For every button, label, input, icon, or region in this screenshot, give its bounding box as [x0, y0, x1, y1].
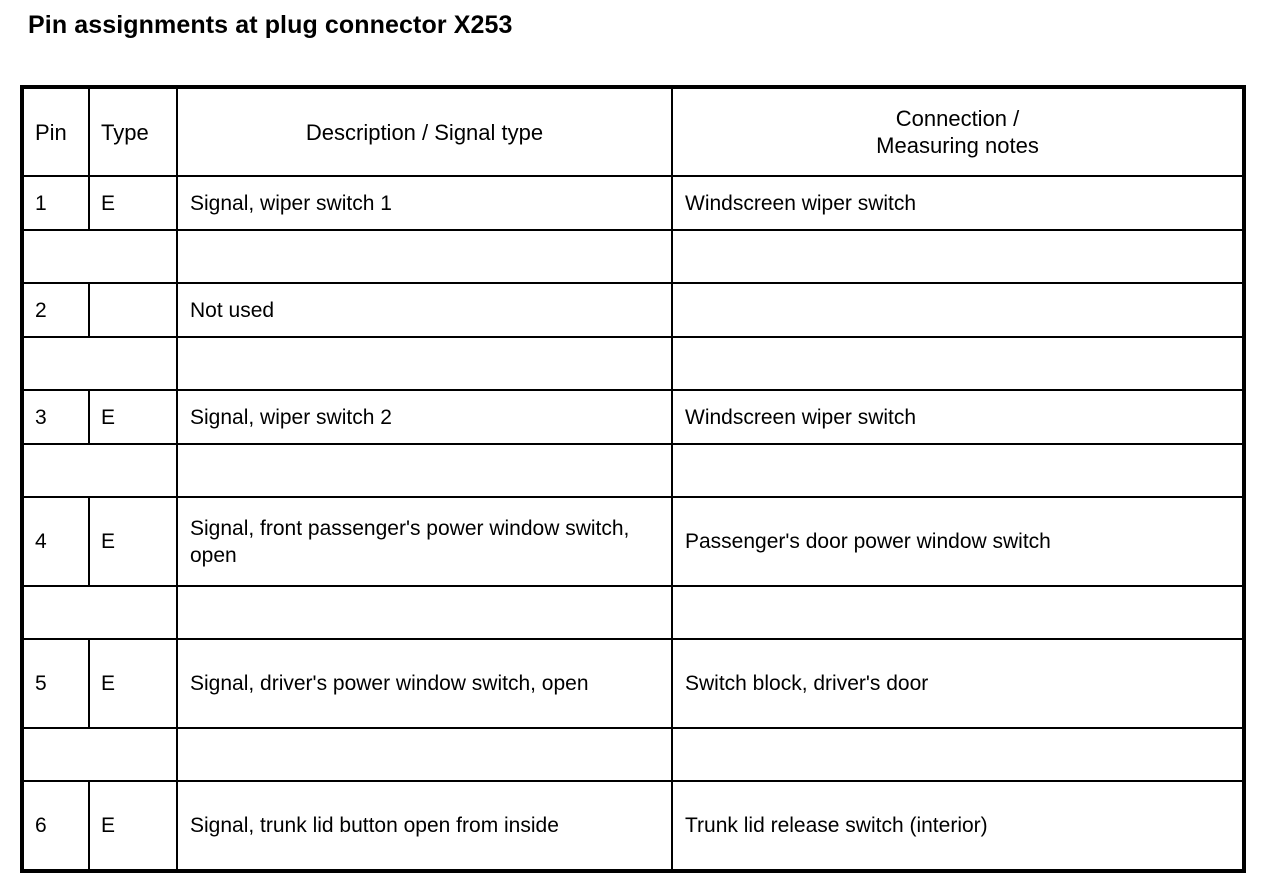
spacer-cell-description [176, 443, 673, 498]
spacer-cell-pin-type [21, 229, 178, 284]
cell-connection [671, 282, 1245, 338]
cell-pin: 4 [21, 496, 90, 587]
spacer-cell-connection [671, 229, 1245, 284]
column-header-pin: Pin [21, 86, 90, 177]
cell-description: Signal, front passenger's power window s… [176, 496, 673, 587]
spacer-cell-description [176, 229, 673, 284]
cell-description: Not used [176, 282, 673, 338]
table-header: Pin Type Description / Signal type Conne… [21, 86, 1245, 177]
cell-pin: 2 [21, 282, 90, 338]
spacer-cell-connection [671, 585, 1245, 640]
cell-type: E [88, 780, 178, 872]
cell-connection: Windscreen wiper switch [671, 389, 1245, 445]
cell-connection: Windscreen wiper switch [671, 175, 1245, 231]
cell-pin: 5 [21, 638, 90, 729]
cell-type: E [88, 175, 178, 231]
table-spacer-row [21, 443, 1245, 498]
pin-assignment-table: Pin Type Description / Signal type Conne… [20, 85, 1246, 873]
column-header-type: Type [88, 86, 178, 177]
cell-type: E [88, 496, 178, 587]
column-header-connection-line1: Connection / [895, 106, 1020, 131]
cell-connection: Passenger's door power window switch [671, 496, 1245, 587]
cell-description: Signal, driver's power window switch, op… [176, 638, 673, 729]
table-row: 2 Not used [21, 282, 1245, 338]
cell-description: Signal, wiper switch 2 [176, 389, 673, 445]
table-header-row: Pin Type Description / Signal type Conne… [21, 86, 1245, 177]
column-header-connection-line2: Measuring notes [876, 133, 1039, 158]
cell-type: E [88, 389, 178, 445]
table-spacer-row [21, 727, 1245, 782]
cell-pin: 3 [21, 389, 90, 445]
column-header-description: Description / Signal type [176, 86, 673, 177]
spacer-cell-description [176, 585, 673, 640]
cell-connection: Switch block, driver's door [671, 638, 1245, 729]
table-spacer-row [21, 336, 1245, 391]
cell-pin: 6 [21, 780, 90, 872]
spacer-cell-connection [671, 336, 1245, 391]
spacer-cell-description [176, 336, 673, 391]
page-title: Pin assignments at plug connector X253 [28, 11, 513, 39]
spacer-cell-connection [671, 443, 1245, 498]
table-spacer-row [21, 229, 1245, 284]
cell-type: E [88, 638, 178, 729]
spacer-cell-connection [671, 727, 1245, 782]
cell-description: Signal, trunk lid button open from insid… [176, 780, 673, 872]
spacer-cell-pin-type [21, 727, 178, 782]
spacer-cell-description [176, 727, 673, 782]
cell-connection: Trunk lid release switch (interior) [671, 780, 1245, 872]
cell-type [88, 282, 178, 338]
spacer-cell-pin-type [21, 336, 178, 391]
table-spacer-row [21, 585, 1245, 640]
spacer-cell-pin-type [21, 443, 178, 498]
column-header-connection: Connection / Measuring notes [671, 86, 1245, 177]
cell-description: Signal, wiper switch 1 [176, 175, 673, 231]
spacer-cell-pin-type [21, 585, 178, 640]
cell-pin: 1 [21, 175, 90, 231]
